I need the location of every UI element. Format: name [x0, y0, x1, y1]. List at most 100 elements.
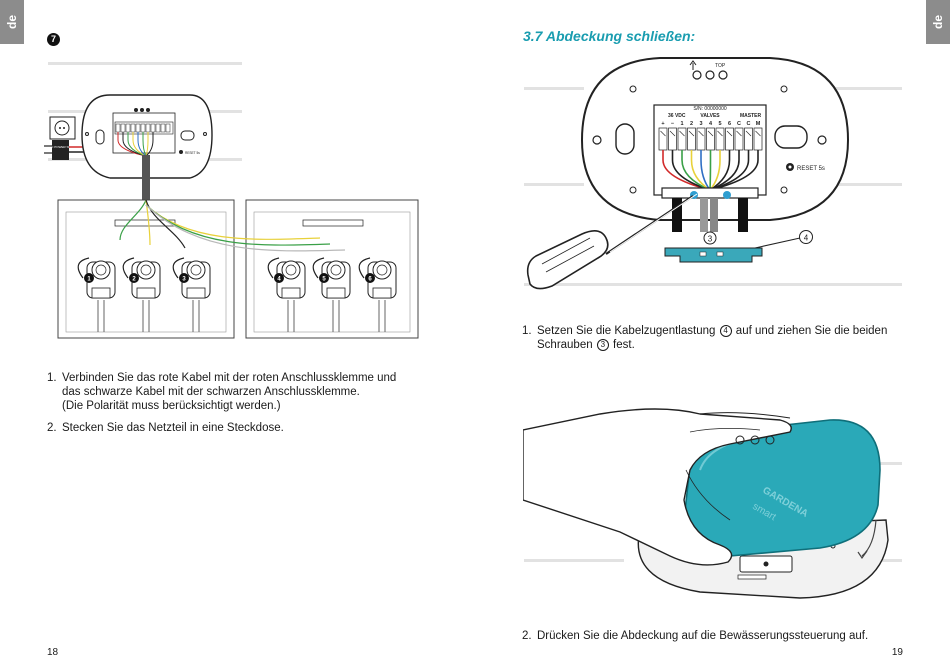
terminal-slot [753, 127, 763, 151]
callout-4-circle [799, 230, 813, 244]
instruction-number: 1. [47, 372, 57, 384]
terminal-slot [160, 123, 166, 133]
pipes [97, 300, 386, 332]
instruction-list-left: 1. Verbinden Sie das rote Kabel mit der … [47, 371, 457, 443]
instruction-text: (Die Polarität muss berücksichtigt werde… [62, 400, 281, 412]
valve: 2 [122, 257, 161, 299]
terminal-slot [155, 123, 161, 133]
terminal-slot [696, 127, 706, 151]
circled-ref-4: 4 [719, 325, 732, 337]
hand-illustration [523, 408, 792, 566]
decor-stripe [826, 183, 902, 186]
valve: 4 [267, 257, 306, 299]
reset-label: RESET 5s [185, 151, 200, 155]
terminal-slot [725, 127, 734, 151]
instruction-text-part: auf und ziehen Sie die beiden [735, 325, 888, 337]
instruction-item: 1. Setzen Sie die Kabelzugentlastung 4 a… [522, 324, 922, 352]
terminal-label: C [737, 121, 741, 127]
terminal-slot [715, 127, 725, 151]
terminal-slot [687, 127, 696, 151]
instruction-number: 2. [522, 630, 532, 642]
terminal-slot [668, 127, 677, 151]
circled-ref-3: 3 [596, 339, 609, 351]
terminal-slot [120, 123, 126, 133]
language-tab-label: de [5, 14, 19, 30]
terminal-wire [145, 132, 154, 157]
terminal-label: + [661, 121, 664, 127]
instruction-number: 2. [47, 422, 57, 434]
valve-number-badge [129, 273, 139, 283]
terminal-slot [677, 127, 687, 151]
decor-stripe [826, 87, 902, 90]
instruction-text-part: fest. [613, 339, 635, 351]
valve-number-badge [274, 273, 284, 283]
instruction-text: Setzen Sie die Kabelzugentlastung 4 auf … [537, 324, 922, 338]
terminal-label: C [747, 121, 751, 127]
valve-number: 3 [182, 277, 186, 283]
controller-housing: RESET 5s [81, 94, 213, 179]
master-label: MASTER [740, 113, 762, 119]
terminal-label: 3 [699, 121, 702, 127]
connector-strip [302, 219, 364, 227]
cable-bundle [672, 198, 748, 232]
vdc-label: 36 VDC [668, 113, 686, 119]
reset-label: RESET 5s [797, 166, 825, 172]
serial-number: S/N: 00000000 [693, 106, 727, 112]
terminal-slot [150, 123, 156, 133]
instruction-item: 2. Stecken Sie das Netzteil in eine Stec… [47, 421, 457, 435]
instruction-list-right-2: 2. Drücken Sie die Abdeckung auf die Bew… [522, 629, 922, 643]
decor-stripe [524, 87, 584, 90]
instruction-item: 1. Verbinden Sie das rote Kabel mit der … [47, 371, 457, 413]
right-page: de 3.7 Abdeckung schließen: TOP S/N: 000… [475, 0, 950, 672]
valves: 1 2 3 4 5 6 [77, 257, 397, 299]
decor-stripe [524, 183, 584, 186]
valve-number-badge [365, 273, 375, 283]
cover-photo: GARDENA smart [523, 408, 902, 599]
decor-stripe [48, 62, 242, 65]
terminal-slot [130, 123, 136, 133]
valve: 5 [312, 257, 351, 299]
valve: 6 [358, 257, 397, 299]
terminal-slot [744, 127, 753, 151]
valve-wires [119, 199, 346, 252]
terminal-slot [115, 123, 121, 133]
valve-number: 5 [322, 277, 326, 283]
strain-relief-cover [664, 247, 763, 263]
strain-relief-diagram: TOP S/N: 00000000 36 VDC VALVES MASTER R… [524, 57, 902, 290]
terminal-slot [165, 123, 171, 133]
valve-number: 4 [277, 277, 281, 283]
instruction-text: Schrauben 3 fest. [537, 338, 922, 352]
step-badge: 7 [47, 33, 60, 46]
decor-stripe [524, 283, 902, 286]
terminal-slot [125, 123, 131, 133]
valve-number-badge [319, 273, 329, 283]
terminal-slot [658, 127, 668, 151]
callout-4-label: 4 [804, 234, 809, 243]
valve-number: 1 [87, 277, 91, 283]
terminal-label: 1 [680, 121, 683, 127]
decor-stripe [524, 559, 624, 562]
instruction-number: 1. [522, 325, 532, 337]
valve-number-badge [84, 273, 94, 283]
screwdriver-icon [526, 193, 698, 290]
motion-arrow [861, 519, 877, 557]
leader-line [754, 237, 801, 249]
valve-number: 2 [132, 277, 136, 283]
instruction-text: Stecken Sie das Netzteil in eine Steckdo… [62, 422, 284, 434]
language-tab-label: de [931, 14, 945, 30]
terminal-wire [709, 150, 712, 191]
connector-strip [114, 219, 176, 227]
terminal-slot [706, 127, 715, 151]
instruction-text-part: Schrauben [537, 339, 593, 351]
section-title: 3.7 Abdeckung schließen: [523, 28, 696, 44]
strain-relief-bar [661, 187, 759, 199]
terminal-slot [135, 123, 141, 133]
power-supply-icon: 36 VDC POWER SUPPLY [43, 140, 78, 160]
valve-number: 6 [368, 277, 372, 283]
controller-terminals [115, 123, 171, 157]
language-tab-left: de [0, 0, 24, 44]
instruction-text: Verbinden Sie das rote Kabel mit der rot… [62, 372, 397, 384]
terminal-label: − [671, 121, 674, 127]
valve-number-badge [179, 273, 189, 283]
terminal-slot [145, 123, 151, 133]
